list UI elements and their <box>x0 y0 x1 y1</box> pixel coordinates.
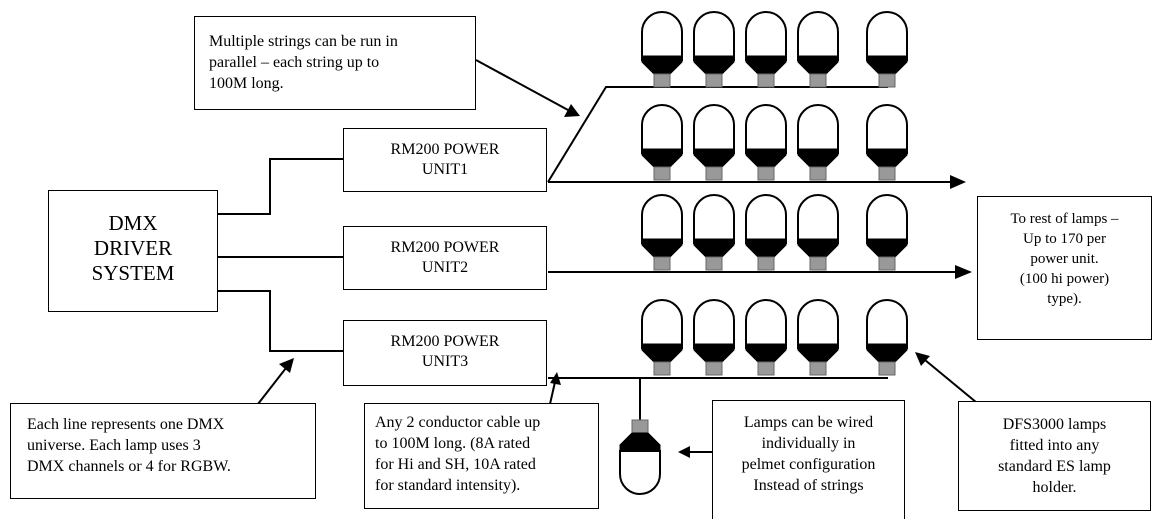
note-individual-lamps: Lamps can be wired individually in pelme… <box>712 400 905 519</box>
arrow-parallel-shaft <box>475 59 569 111</box>
note-universe-line1: Each line represents one DMX <box>27 416 225 433</box>
lamp-icon-unit1-string-4 <box>797 104 839 181</box>
lamp-icon-unit3-string-5 <box>866 299 908 376</box>
note-dfs-line2: fitted into any <box>1009 437 1100 454</box>
note-universe-line3: DMX channels or 4 for RGBW. <box>27 458 231 475</box>
power-unit-3-line2: UNIT3 <box>421 353 469 370</box>
lamp-icon-parallel-string-2 <box>693 11 735 88</box>
note-parallel-line3: 100M long. <box>209 75 284 92</box>
dmx-line-unit3 <box>216 290 344 352</box>
power-unit-3-line1: RM200 POWER <box>390 333 500 350</box>
lamp-icon-unit2-string-4 <box>797 194 839 271</box>
arrow-cable-shaft <box>549 381 556 405</box>
lamp-icon-parallel-string-4 <box>797 11 839 88</box>
lamp-icon-unit2-string-3 <box>745 194 787 271</box>
lamp-icon-parallel-string-3 <box>745 11 787 88</box>
note-universe-line2: universe. Each lamp uses 3 <box>27 437 201 454</box>
arrow-cable-head <box>550 372 561 385</box>
note-parallel-strings: Multiple strings can be run in parallel … <box>194 16 476 110</box>
arrow-universe-shaft <box>257 367 287 405</box>
lamps-layer <box>619 11 908 495</box>
note-rest-line1: To rest of lamps – <box>1010 211 1119 227</box>
note-rest-of-lamps: To rest of lamps – Up to 170 per power u… <box>977 196 1152 340</box>
note-cable: Any 2 conductor cable up to 100M long. (… <box>364 403 599 509</box>
note-cable-line4: for standard intensity). <box>375 477 521 494</box>
arrow-universe-head <box>279 358 294 373</box>
lamp-icon-unit3-string-1 <box>641 299 683 376</box>
note-cable-line2: to 100M long. (8A rated <box>375 435 531 452</box>
power-unit-3-box: RM200 POWER UNIT3 <box>343 320 547 386</box>
power-unit-1-box: RM200 POWER UNIT1 <box>343 128 547 192</box>
power-unit-2-line2: UNIT2 <box>421 259 469 276</box>
lamp-icon-parallel-string-1 <box>641 11 683 88</box>
lamp-icon-unit2-string-5 <box>866 194 908 271</box>
dmx-driver-box: DMX DRIVER SYSTEM <box>48 190 218 312</box>
lamp-icon-unit3-string-3 <box>745 299 787 376</box>
note-dfs-line4: holder. <box>1032 479 1077 496</box>
dmx-driver-line1: DMX <box>108 211 158 235</box>
note-rest-line2: Up to 170 per <box>1023 231 1106 247</box>
note-rest-line5: type). <box>1047 291 1082 307</box>
note-rest-line3: power unit. <box>1030 251 1099 267</box>
lamp-icon-unit1-string-1 <box>641 104 683 181</box>
arrow-parallel-head <box>564 104 580 117</box>
power-unit-1-line1: RM200 POWER <box>390 141 500 158</box>
power-unit-2-box: RM200 POWER UNIT2 <box>343 226 547 290</box>
note-cable-line3: for Hi and SH, 10A rated <box>375 456 536 473</box>
string-arrowhead-unit1 <box>950 175 966 189</box>
lamp-icon-unit3-string-2 <box>693 299 735 376</box>
power-unit-1-line2: UNIT1 <box>421 161 469 178</box>
lamp-icon-parallel-string-5 <box>866 11 908 88</box>
note-parallel-line2: parallel – each string up to <box>209 54 380 71</box>
power-unit-2-line1: RM200 POWER <box>390 239 500 256</box>
string-arrowhead-unit2 <box>955 265 972 279</box>
dmx-line-unit1 <box>216 158 344 215</box>
note-individual-line2: individually in <box>761 435 856 452</box>
lamp-icon-unit1-string-2 <box>693 104 735 181</box>
dmx-driver-line3: SYSTEM <box>91 261 175 285</box>
note-dfs-lamps: DFS3000 lamps fitted into any standard E… <box>958 401 1151 511</box>
note-individual-line4: Instead of strings <box>753 477 864 494</box>
note-cable-line1: Any 2 conductor cable up <box>375 414 541 431</box>
lamp-icon-unit2-string-1 <box>641 194 683 271</box>
lamp-icon-unit1-string-5 <box>866 104 908 181</box>
lamp-icon-unit2-string-2 <box>693 194 735 271</box>
note-individual-line3: pelmet configuration <box>741 456 876 473</box>
note-individual-line1: Lamps can be wired <box>743 414 874 431</box>
note-parallel-line1: Multiple strings can be run in <box>209 33 398 50</box>
note-dfs-line1: DFS3000 lamps <box>1002 416 1107 433</box>
note-dmx-universe: Each line represents one DMX universe. E… <box>10 403 316 499</box>
lamp-icon-unit1-string-3 <box>745 104 787 181</box>
lamp-icon-unit3-string-4 <box>797 299 839 376</box>
arrow-dfs-head <box>915 352 930 366</box>
dmx-driver-line2: DRIVER <box>93 236 173 260</box>
lamp-icon-pelmet-individual <box>619 419 661 495</box>
note-dfs-line3: standard ES lamp <box>998 458 1111 475</box>
note-rest-line4: (100 hi power) <box>1019 271 1110 287</box>
arrow-individual-head <box>678 446 690 458</box>
